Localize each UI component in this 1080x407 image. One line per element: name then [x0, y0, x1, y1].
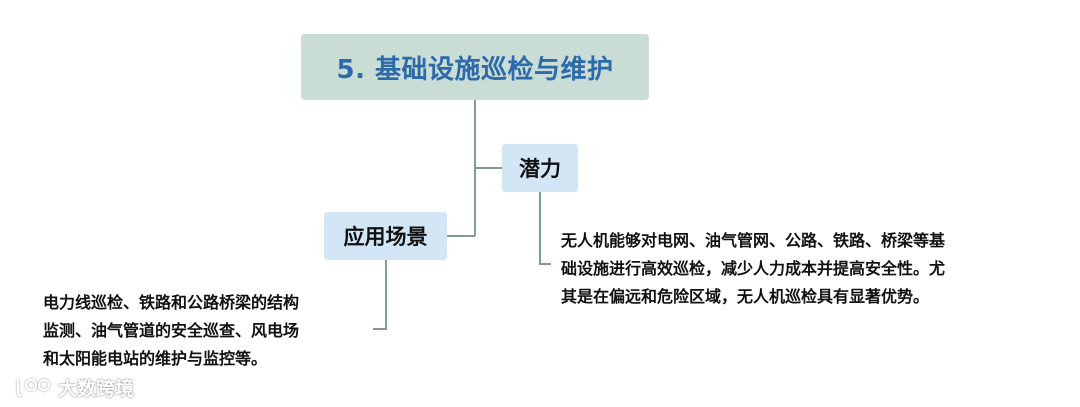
root-topic-title: 5. 基础设施巡检与维护: [336, 54, 614, 85]
scenarios-description: 电力线巡检、铁路和公路桥梁的结构 监测、油气管道的安全巡查、风电场 和太阳能电站…: [43, 289, 383, 373]
potential-description-line: 其是在偏远和危险区域，无人机巡检具有显著优势。: [561, 287, 930, 306]
potential-description-line: 础设施进行高效巡检，减少人力成本并提高安全性。尤: [561, 259, 946, 278]
branch-potential[interactable]: 潜力: [502, 144, 578, 192]
watermark: 大数跨境: [14, 374, 134, 400]
potential-description: 无人机能够对电网、油气管网、公路、铁路、桥梁等基 础设施进行高效巡检，减少人力成…: [561, 227, 1031, 311]
potential-description-line: 无人机能够对电网、油气管网、公路、铁路、桥梁等基: [561, 231, 946, 250]
branch-potential-label: 潜力: [519, 157, 561, 181]
connector-scenarios-leaf: [373, 260, 387, 330]
watermark-text: 大数跨境: [58, 377, 135, 400]
connector-potential-leaf: [539, 192, 551, 265]
scenarios-description-line: 和太阳能电站的维护与监控等。: [43, 349, 268, 368]
root-topic[interactable]: 5. 基础设施巡检与维护: [301, 34, 649, 100]
scenarios-description-line: 电力线巡检、铁路和公路桥梁的结构: [43, 293, 300, 312]
scenarios-description-line: 监测、油气管道的安全巡查、风电场: [43, 321, 300, 340]
branch-scenarios-label: 应用场景: [343, 225, 428, 249]
brand-logo-icon: [16, 378, 51, 397]
branch-scenarios[interactable]: 应用场景: [324, 212, 447, 260]
